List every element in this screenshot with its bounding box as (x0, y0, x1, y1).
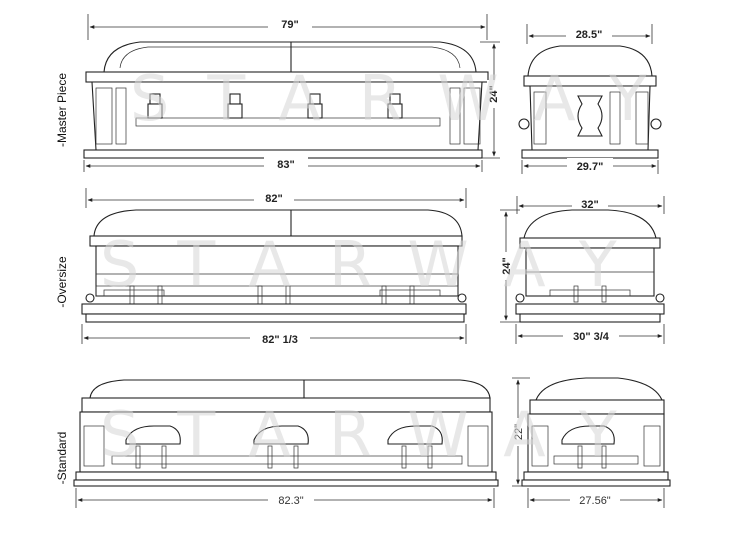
standard-side-view: 82.3" (73, 379, 499, 508)
watermark-text-3: STARWAY (100, 398, 655, 471)
standard-end-height: 22" (513, 424, 525, 440)
master-piece-end-top-width: 28.5" (576, 29, 603, 41)
oversize-end-bottom-width: 30" 3/4 (573, 331, 610, 343)
oversize-end-view: 32" 24" 30" 3/4 (499, 196, 665, 344)
master-piece-side-height: 24" (488, 85, 500, 102)
standard-side-bottom-width: 82.3" (278, 495, 303, 507)
master-piece-end-view: 28.5" 29.7" (518, 24, 662, 174)
oversize-side-view: 82" 82" 1 (81, 188, 467, 346)
watermark-text-1: STARWAY (130, 62, 685, 135)
master-piece-row: -Master Piece 79" (55, 14, 662, 174)
handle-group (147, 93, 403, 119)
row-label-oversize: -Oversize (55, 256, 69, 308)
row-label-standard: -Standard (55, 432, 69, 485)
master-piece-side-top-width: 79" (281, 19, 298, 31)
oversize-row: -Oversize 82" (55, 188, 665, 346)
watermark: STARWAY STARWAY STARWAY (100, 62, 685, 471)
oversize-side-top-width: 82" (265, 193, 282, 205)
row-label-master-piece: -Master Piece (55, 73, 69, 147)
master-piece-side-view: 79" (83, 14, 501, 172)
master-piece-side-bottom-width: 83" (277, 159, 294, 171)
standard-row: -Standard (55, 377, 671, 508)
standard-end-bottom-width: 27.56" (579, 495, 611, 507)
standard-end-view: 22" 27.56" (511, 377, 671, 508)
oversize-end-top-width: 32" (581, 199, 598, 211)
master-piece-end-bottom-width: 29.7" (577, 161, 604, 173)
handle-group (103, 285, 441, 305)
handle-group (111, 425, 463, 469)
oversize-end-height: 24" (501, 257, 513, 274)
oversize-side-bottom-width: 82" 1/3 (262, 334, 298, 346)
watermark-text-2: STARWAY (100, 228, 655, 301)
